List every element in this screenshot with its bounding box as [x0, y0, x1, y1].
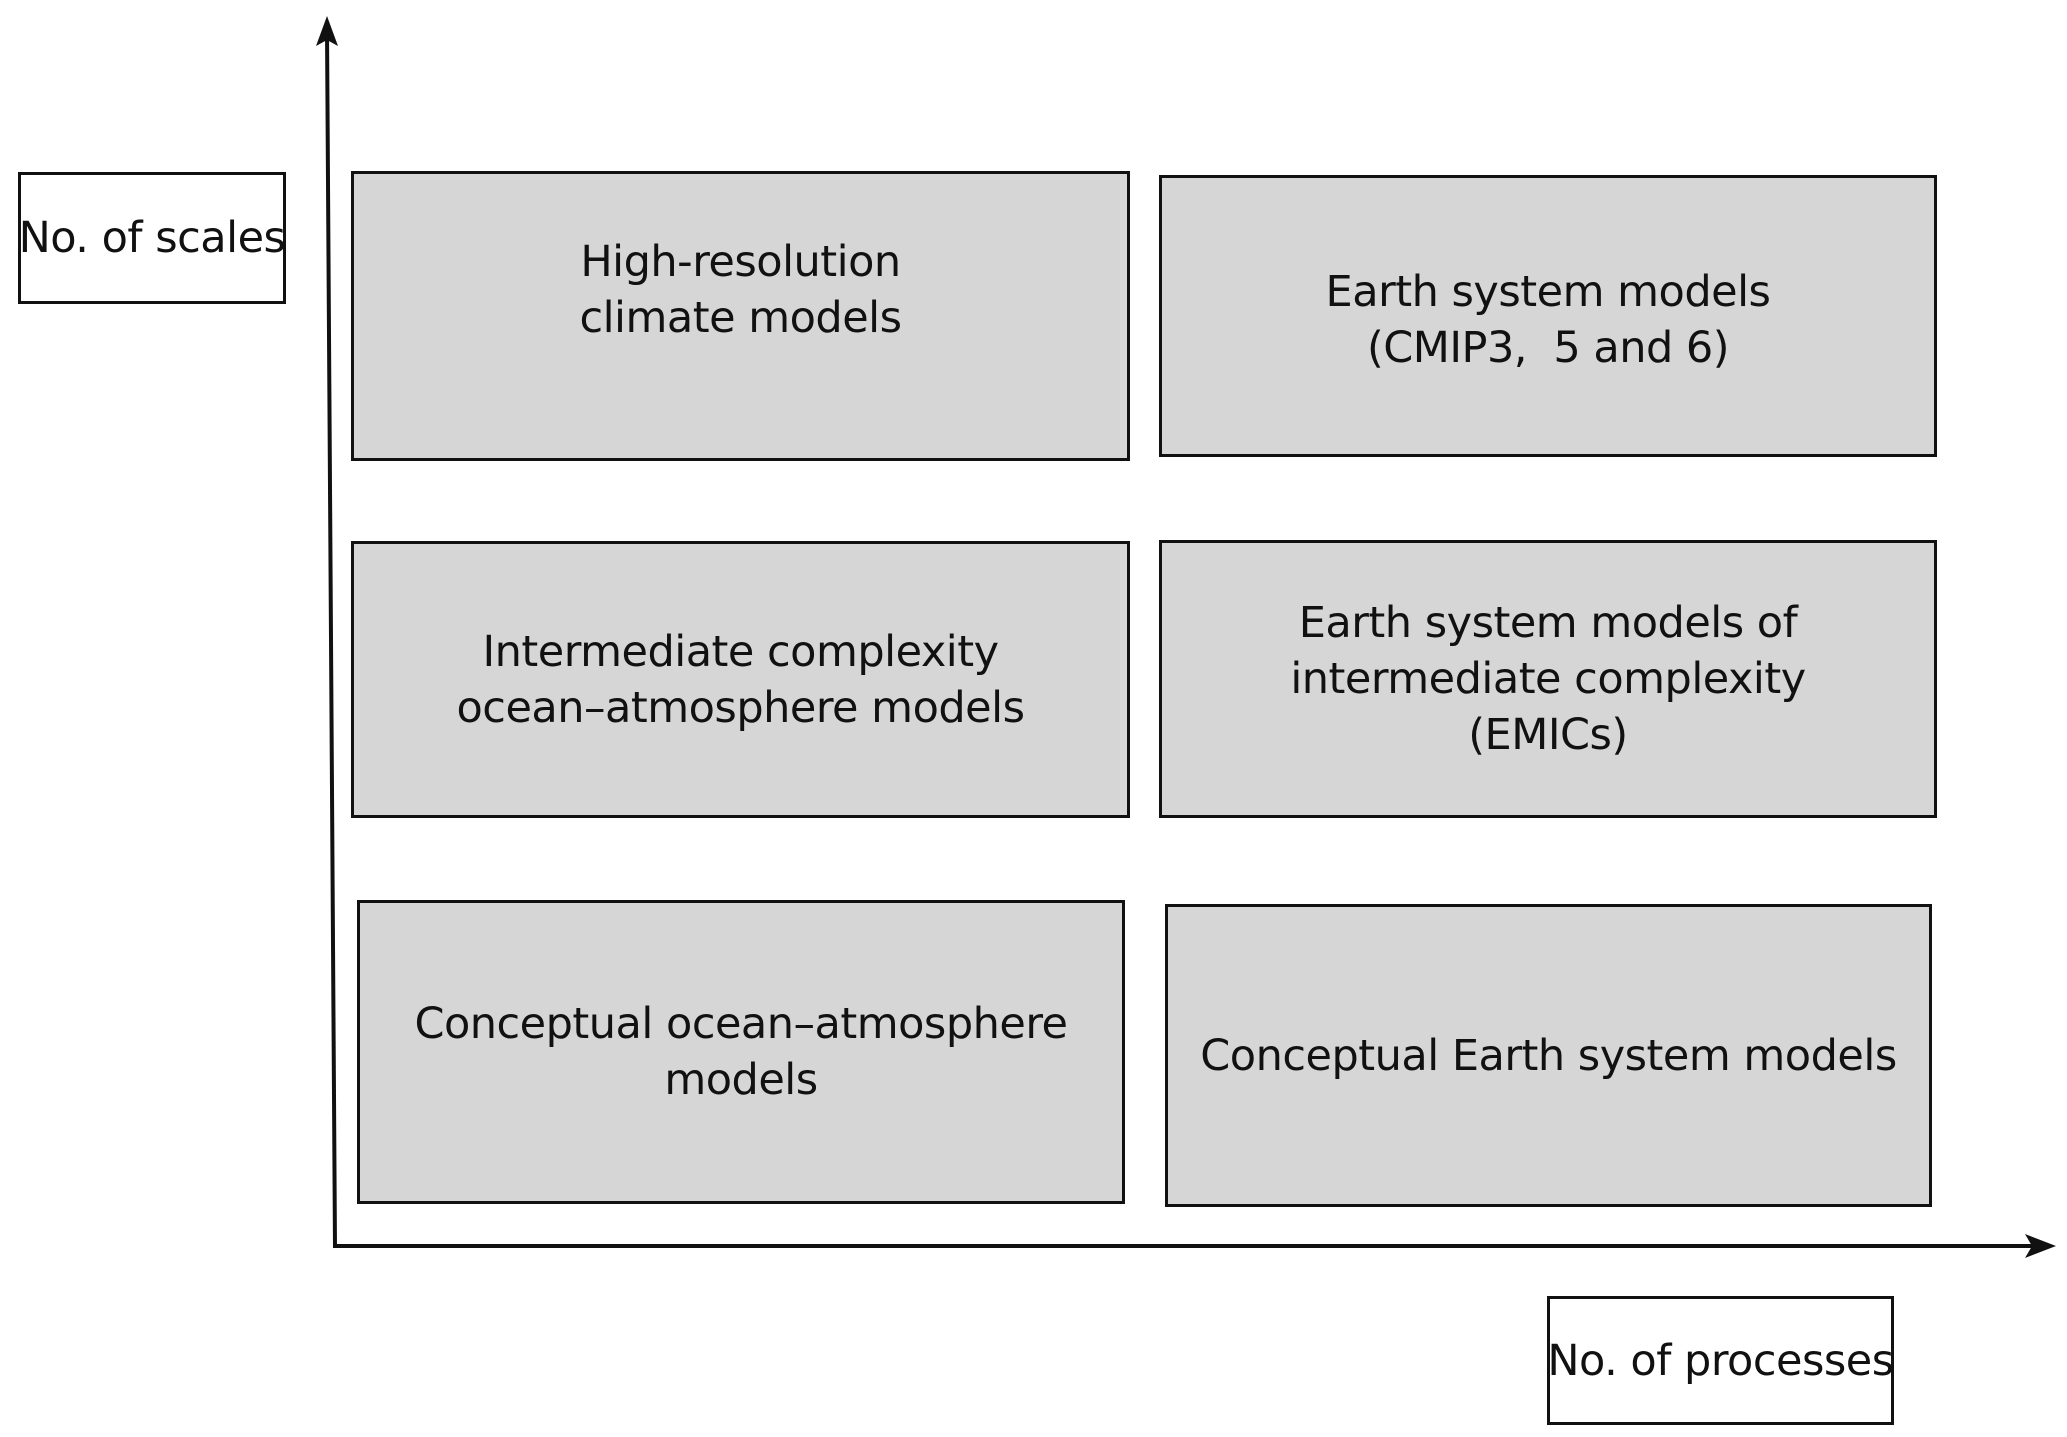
- cell-text-line: models: [664, 1055, 818, 1105]
- cell-text-line: intermediate complexity: [1290, 654, 1806, 704]
- cell-text-line: Conceptual ocean–atmosphere: [414, 999, 1068, 1049]
- cell-text-line: Earth system models of: [1298, 598, 1798, 648]
- y-axis-arrowhead: [316, 16, 338, 46]
- cell-earth-system-models: Earth system models (CMIP3, 5 and 6): [1159, 175, 1937, 457]
- cell-emics: Earth system models of intermediate comp…: [1159, 540, 1937, 818]
- cell-text-line: climate models: [579, 293, 902, 343]
- cell-text-line: Conceptual Earth system models: [1200, 1030, 1897, 1081]
- cell-conceptual-earth-system-models: Conceptual Earth system models: [1165, 904, 1932, 1207]
- x-axis-label: No. of processes: [1547, 1296, 1894, 1425]
- cell-text-line: Earth system models: [1325, 267, 1771, 317]
- y-axis-line: [325, 29, 337, 1249]
- x-axis-arrowhead: [2025, 1234, 2056, 1258]
- cell-text-line: ocean–atmosphere models: [456, 682, 1025, 733]
- cell-text-line: (CMIP3, 5 and 6): [1366, 323, 1730, 373]
- cell-text-line: (EMICs): [1468, 710, 1628, 760]
- cell-intermediate-complexity-ocean-atmosphere-models: Intermediate complexity ocean–atmosphere…: [351, 541, 1130, 818]
- cell-high-resolution-climate-models: High-resolution climate models: [351, 171, 1130, 461]
- cell-text-line: High-resolution: [580, 237, 901, 287]
- cell-conceptual-ocean-atmosphere-models: Conceptual ocean–atmosphere models: [357, 900, 1125, 1204]
- cell-text-line: Intermediate complexity: [482, 626, 999, 677]
- y-axis-label: No. of scales: [18, 172, 286, 304]
